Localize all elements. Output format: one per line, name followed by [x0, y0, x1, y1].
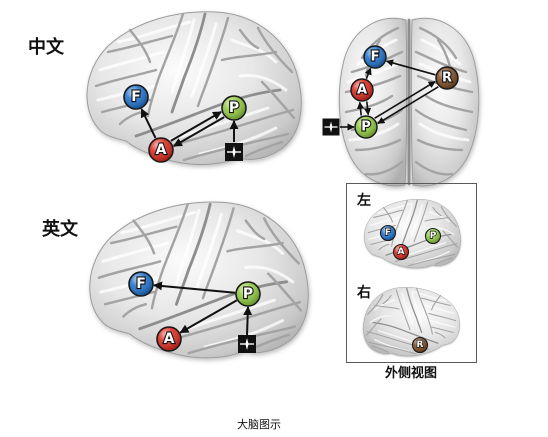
- node-p: P: [221, 95, 247, 121]
- arrow-p-to-a: [179, 299, 238, 334]
- node-p: P: [235, 281, 261, 307]
- left-view-label: 左: [356, 192, 371, 209]
- arrow-a-to-f-dorsal: [364, 67, 372, 80]
- node-a-label: A: [357, 83, 367, 98]
- node-p-small: P: [424, 227, 442, 245]
- node-f-dorsal: F: [363, 45, 387, 69]
- connections-english-lateral: [153, 281, 253, 336]
- node-f: F: [123, 84, 149, 110]
- arrow-stimulus-to-p: [243, 306, 253, 336]
- node-r-label: R: [417, 340, 424, 350]
- brain-lateral-left-small: [363, 198, 462, 269]
- node-a: A: [156, 326, 182, 352]
- brain-lateral-right-small: [362, 286, 461, 357]
- connections-chinese-lateral: [140, 108, 239, 147]
- node-a-label: A: [164, 331, 175, 347]
- stimulus-icon: [238, 335, 256, 353]
- node-f: F: [128, 271, 154, 297]
- sound-wave-peak: [329, 121, 333, 133]
- node-a-gloss: [352, 80, 372, 100]
- node-r-gloss: [413, 338, 427, 352]
- dorsal-sulci: [344, 18, 474, 186]
- node-r-label: R: [442, 71, 452, 86]
- lateral-box-title: 外侧视图: [384, 365, 437, 381]
- node-p-gloss: [223, 97, 245, 119]
- arrow-r-to-p: [377, 86, 439, 125]
- lateral-box-border: [346, 183, 477, 363]
- lateral-views-box: 左 F A P 右 R 外侧视图: [346, 183, 477, 381]
- node-a-dorsal: A: [350, 78, 374, 102]
- brain-lateral-english: [88, 200, 310, 360]
- arrow-p-to-r: [374, 80, 436, 119]
- arrow-a-to-p: [170, 111, 222, 142]
- node-a-gloss: [158, 328, 180, 350]
- arrow-r-to-f: [385, 59, 436, 76]
- node-f-gloss: [381, 226, 395, 240]
- node-p-label: P: [229, 100, 239, 116]
- node-f-label: F: [136, 276, 146, 292]
- stimulus-icon: [322, 118, 340, 136]
- node-p-gloss: [237, 283, 259, 305]
- arrow-p-to-a: [173, 116, 225, 147]
- node-f-gloss: [130, 273, 152, 295]
- node-p-gloss: [426, 229, 440, 243]
- node-a-gloss: [394, 245, 408, 259]
- node-a-gloss: [150, 139, 172, 161]
- node-p-dorsal: P: [354, 115, 378, 139]
- node-p-gloss: [356, 117, 376, 137]
- panel-label-chinese: 中文: [28, 36, 65, 58]
- panel-label-english: 英文: [41, 218, 79, 240]
- panel-chinese: 中文 F A P: [28, 10, 480, 187]
- stimulus-icon: [225, 143, 243, 161]
- arrow-a-to-f: [140, 108, 157, 139]
- node-r-small: R: [411, 336, 429, 354]
- figure-caption: 大脑图示: [237, 417, 281, 431]
- arrow-a-to-p-dorsal: [363, 101, 372, 116]
- arrow-p-to-a-dorsal: [356, 101, 365, 116]
- node-r-dorsal: R: [435, 66, 459, 90]
- node-r-gloss: [437, 68, 457, 88]
- node-p-label: P: [243, 286, 253, 302]
- arrow-p-to-f: [153, 281, 236, 294]
- node-a: A: [148, 137, 174, 163]
- node-f-label: F: [131, 89, 141, 105]
- brain-lateral-chinese: [85, 10, 303, 167]
- sound-wave-peak: [245, 338, 249, 350]
- connections-chinese-dorsal: [340, 59, 439, 131]
- node-a-label: A: [156, 142, 167, 158]
- node-p-label: P: [430, 231, 437, 241]
- node-f-gloss: [365, 47, 385, 67]
- node-p-label: P: [361, 120, 371, 135]
- sound-wave-peak: [232, 146, 236, 158]
- node-a-small: A: [392, 243, 410, 261]
- panel-english: 英文 F P A: [41, 200, 310, 360]
- node-a-label: A: [398, 247, 405, 257]
- node-f-small: F: [379, 224, 397, 242]
- node-f-gloss: [125, 86, 147, 108]
- brain-dorsal-chinese: [338, 17, 480, 187]
- node-f-label: F: [371, 50, 380, 65]
- node-f-label: F: [385, 228, 391, 238]
- right-view-label: 右: [356, 284, 371, 301]
